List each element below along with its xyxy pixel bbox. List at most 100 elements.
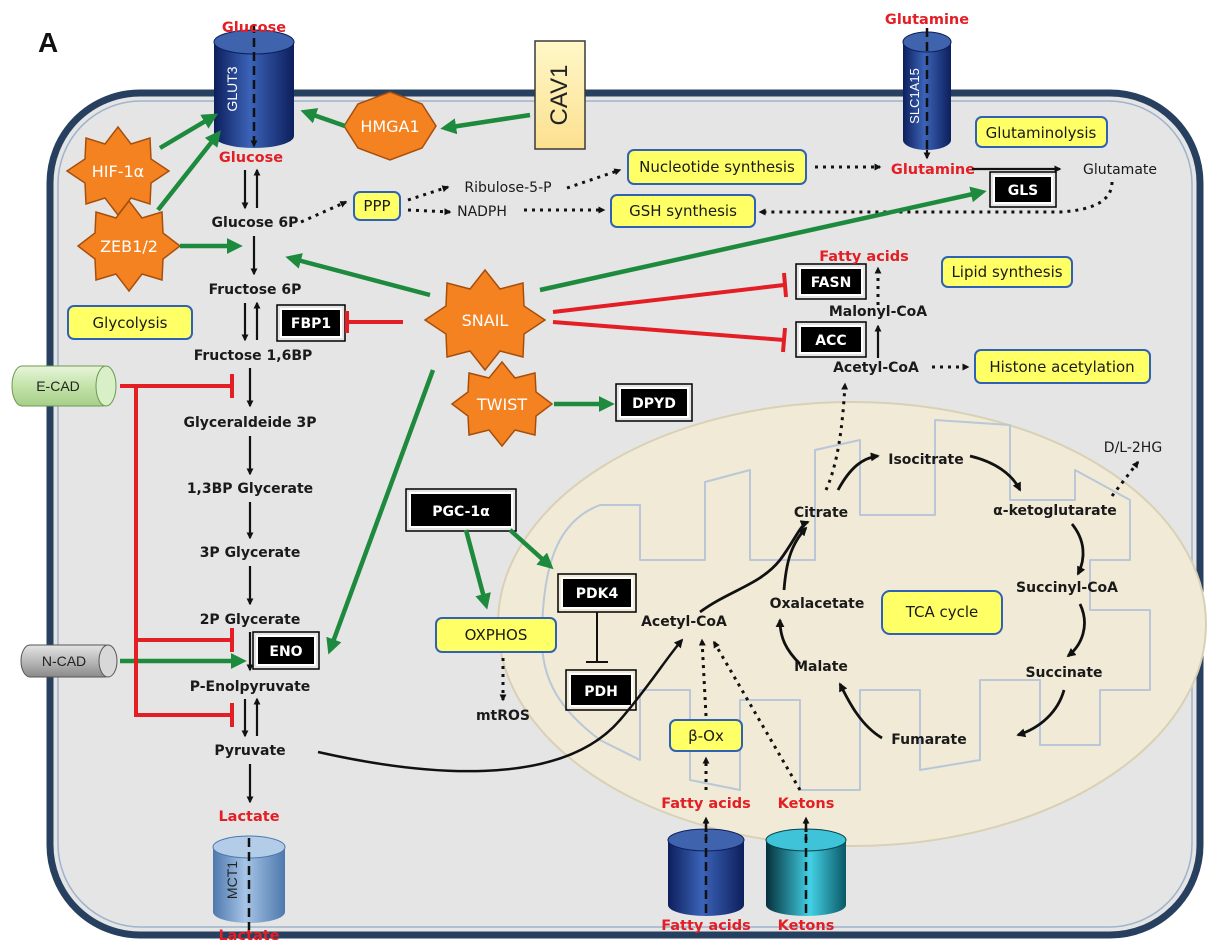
glycolysis-arrows xyxy=(241,140,1062,804)
mtros-label: mtROS xyxy=(476,708,530,724)
ketons-inside-label: Ketons xyxy=(778,796,835,812)
ketons-outside-label: Ketons xyxy=(778,918,835,934)
penolpyruvate-label: P-Enolpyruvate xyxy=(190,679,311,695)
fumarate-label: Fumarate xyxy=(891,732,966,748)
glyceraldeide3p-label: Glyceraldeide 3P xyxy=(183,415,316,431)
aketoglutarate-label: α-ketoglutarate xyxy=(993,503,1117,519)
hif1a-label: HIF-1α xyxy=(92,162,144,181)
pdh-box xyxy=(569,673,633,707)
snail-label: SNAIL xyxy=(462,311,509,330)
fatty-acids-top-label: Fatty acids xyxy=(819,249,909,265)
pdk4-box xyxy=(561,577,633,609)
twist-label: TWIST xyxy=(476,395,527,414)
fructose6p-label: Fructose 6P xyxy=(209,282,302,298)
tca-label: TCA cycle xyxy=(905,603,979,621)
lactate-outside-label: Lactate xyxy=(218,928,279,943)
hmga1-label: HMGA1 xyxy=(360,117,419,136)
slc1a15-label: SLC1A15 xyxy=(907,68,922,124)
pdk4-inhibits-pdh xyxy=(586,612,608,663)
ppp-box xyxy=(353,191,401,221)
ecad-receptor: E-CAD xyxy=(11,365,117,407)
glutaminolysis-label: Glutaminolysis xyxy=(986,124,1097,142)
oxphos-label: OXPHOS xyxy=(465,626,528,644)
histone-label: Histone acetylation xyxy=(989,358,1134,376)
glutaminolysis-box xyxy=(975,116,1108,148)
ecad-label: E-CAD xyxy=(36,378,80,394)
succinylcoa-label: Succinyl-CoA xyxy=(1016,580,1118,596)
fatty-acids-outside-label: Fatty acids xyxy=(661,918,751,934)
ncad-label: N-CAD xyxy=(42,653,86,669)
eno-box xyxy=(256,635,316,666)
zeb12-label: ZEB1/2 xyxy=(100,237,158,256)
pgc1a-box xyxy=(409,492,513,528)
fbp1-label: FBP1 xyxy=(291,316,331,332)
malonylcoa-label: Malonyl-CoA xyxy=(829,304,927,320)
mct1-label: MCT1 xyxy=(224,861,240,899)
acetylcoa-mito-label: Acetyl-CoA xyxy=(641,614,727,630)
fbp1-box xyxy=(280,308,342,338)
lactate-inside-label: Lactate xyxy=(218,809,279,825)
cav1-box: CAV1 xyxy=(534,40,586,150)
bp13glycerate-label: 1,3BP Glycerate xyxy=(187,481,313,497)
glutamine-outside-label: Glutamine xyxy=(885,12,969,28)
ppp-label: PPP xyxy=(363,197,390,215)
activation-arrows xyxy=(120,108,987,669)
glucose6p-label: Glucose 6P xyxy=(212,215,299,231)
cell-inner-line xyxy=(57,100,1193,928)
eno-label: ENO xyxy=(269,644,302,660)
inhibition-lines xyxy=(120,272,788,727)
lipid-label: Lipid synthesis xyxy=(951,263,1062,281)
pgc1a-label: PGC-1α xyxy=(432,504,490,520)
nucleotide-label: Nucleotide synthesis xyxy=(639,158,795,176)
transport-dashes xyxy=(247,24,929,930)
lipid-box xyxy=(941,256,1073,288)
tca-box xyxy=(881,590,1003,635)
dpyd-box xyxy=(619,387,689,418)
glutamate-label: Glutamate xyxy=(1083,162,1157,178)
acc-label: ACC xyxy=(815,333,846,349)
cav1-label: CAV1 xyxy=(546,65,573,126)
fasn-label: FASN xyxy=(811,275,852,291)
isocitrate-label: Isocitrate xyxy=(888,452,964,468)
pdk4-label: PDK4 xyxy=(576,586,619,602)
gls-box xyxy=(993,175,1053,204)
ncad-receptor: N-CAD xyxy=(20,644,118,678)
p2glycerate-label: 2P Glycerate xyxy=(200,612,301,628)
glut3-label: GLUT3 xyxy=(224,66,240,111)
fatty-acids-inside-label: Fatty acids xyxy=(661,796,751,812)
glucose-outside-label: Glucose xyxy=(222,20,286,36)
fructose16bp-label: Fructose 1,6BP xyxy=(194,348,313,364)
twist-regulator: TWIST xyxy=(450,360,554,448)
glucose-inside-label: Glucose xyxy=(219,150,283,166)
glycolysis-label: Glycolysis xyxy=(93,314,168,332)
gsh-label: GSH synthesis xyxy=(629,202,737,220)
ribulose5p-label: Ribulose-5-P xyxy=(464,180,551,196)
glycolysis-box xyxy=(67,305,193,340)
gsh-box xyxy=(610,194,756,228)
panel-label: A xyxy=(38,27,58,58)
pyruvate-to-acetylcoa xyxy=(317,638,684,773)
oxphos-box xyxy=(435,617,557,653)
pdh-label: PDH xyxy=(584,684,618,700)
succinate-label: Succinate xyxy=(1025,665,1102,681)
acetylcoa-cytosol-label: Acetyl-CoA xyxy=(833,360,919,376)
glutamine-inside-label: Glutamine xyxy=(891,162,975,178)
histone-box xyxy=(974,349,1151,384)
oxalacetate-label: Oxalacetate xyxy=(770,596,865,612)
p3glycerate-label: 3P Glycerate xyxy=(200,545,301,561)
gls-label: GLS xyxy=(1008,183,1039,199)
fasn-box xyxy=(799,267,863,296)
snail-regulator: SNAIL xyxy=(423,268,547,372)
dotted-arrows xyxy=(300,163,1140,840)
pyruvate-label: Pyruvate xyxy=(214,743,285,759)
hmga1-regulator: HMGA1 xyxy=(343,91,437,161)
citrate-label: Citrate xyxy=(794,505,848,521)
box-box xyxy=(669,719,743,752)
nucleotide-box xyxy=(627,149,807,185)
nadph-label: NADPH xyxy=(457,204,507,220)
malate-label: Malate xyxy=(794,659,848,675)
d-l-2hg-label: D/L-2HG xyxy=(1104,440,1162,456)
hif1a-regulator: HIF-1α xyxy=(65,125,171,217)
